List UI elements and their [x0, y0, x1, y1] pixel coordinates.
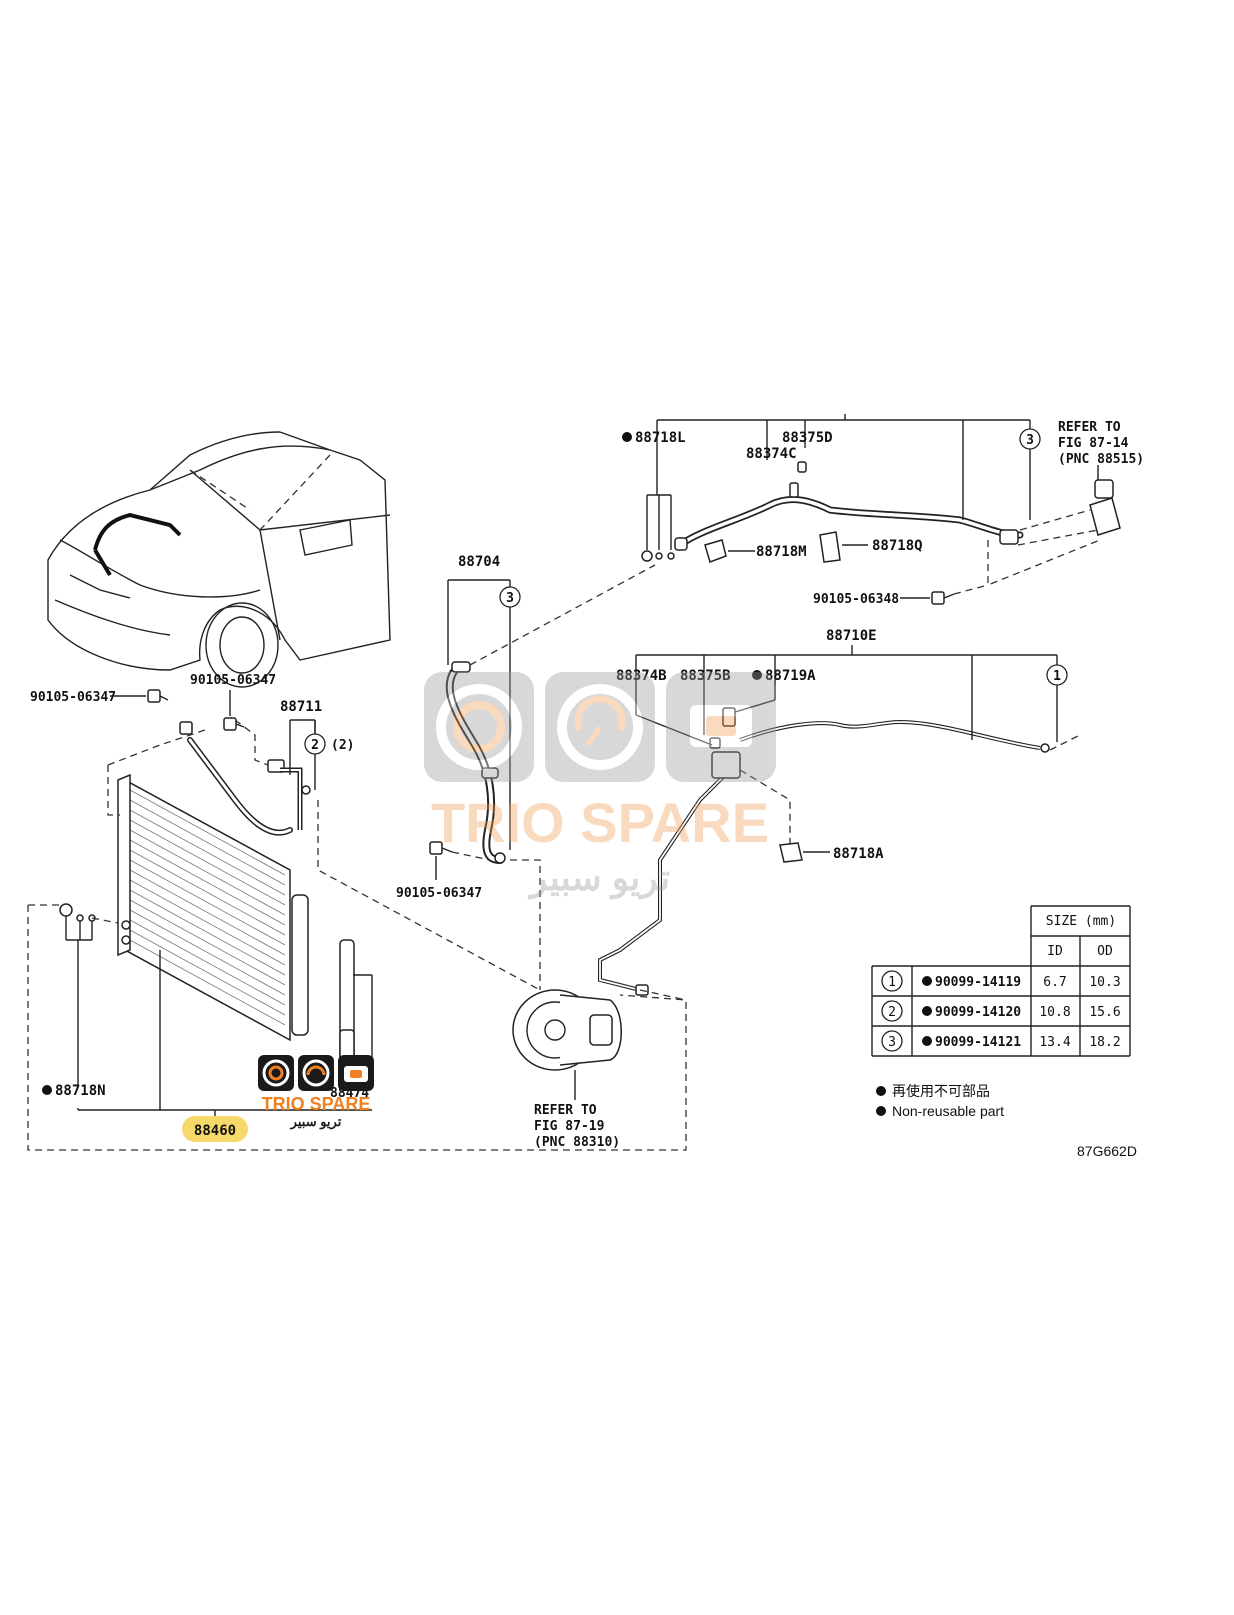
label-88718N[interactable]: 88718N — [42, 1083, 106, 1099]
bolt-90105-06348[interactable] — [931, 591, 955, 605]
svg-text:3: 3 — [888, 1035, 896, 1050]
svg-text:90099-14120: 90099-14120 — [935, 1005, 1021, 1020]
logo-brand: TRIO SPARE — [262, 1094, 371, 1114]
bolt-90105-06347-left[interactable] — [147, 689, 169, 703]
svg-text:2: 2 — [888, 1005, 896, 1020]
label-88718L[interactable]: 88718L — [622, 430, 686, 446]
label-88718A[interactable]: 88718A — [833, 846, 884, 862]
svg-text:1: 1 — [1053, 669, 1061, 684]
callout-circle-2: 2 — [304, 733, 326, 755]
svg-text:(PNC 88515): (PNC 88515) — [1058, 452, 1144, 467]
watermark: TRIO SPARE تريو سبير — [424, 672, 776, 900]
refer-fig-87-19: REFER TO FIG 87-19 (PNC 88310) — [534, 1103, 620, 1150]
label-88718M[interactable]: 88718M — [756, 544, 807, 560]
label-88710E[interactable]: 88710E — [826, 628, 877, 644]
bolt-90105-06347-upper[interactable] — [223, 717, 245, 731]
tube-upper[interactable] — [674, 461, 1024, 551]
legend-jp: 再使用不可部品 — [892, 1083, 990, 1099]
size-table-row: 2 90099-14120 10.8 15.6 — [881, 1000, 1121, 1022]
svg-text:FIG 87-19: FIG 87-19 — [534, 1119, 604, 1134]
svg-text:88460: 88460 — [194, 1123, 236, 1139]
label-88374C[interactable]: 88374C — [746, 446, 797, 462]
callout-circle-3-top: 3 — [1019, 428, 1041, 450]
label-90105-06347-left[interactable]: 90105-06347 — [30, 690, 116, 705]
bolt-90105-06347-mid[interactable] — [429, 841, 453, 855]
watermark-arabic: تريو سبير — [527, 857, 670, 900]
size-table-col-od: OD — [1097, 944, 1113, 959]
condenser-frame — [27, 905, 687, 1151]
svg-text:10.8: 10.8 — [1039, 1005, 1070, 1020]
label-90105-06348[interactable]: 90105-06348 — [813, 592, 899, 607]
label-88711-qty: (2) — [331, 738, 354, 753]
label-88375B[interactable]: 88375B — [680, 668, 731, 684]
clip-88718A[interactable] — [779, 842, 803, 863]
svg-text:1: 1 — [888, 975, 896, 990]
clip-88718Q[interactable] — [819, 531, 841, 563]
label-88704[interactable]: 88704 — [458, 554, 500, 570]
hose-88711[interactable] — [179, 721, 311, 836]
svg-text:6.7: 6.7 — [1043, 975, 1066, 990]
trio-spare-logo: TRIO SPARE تريو سبير — [258, 1055, 374, 1130]
svg-text:13.4: 13.4 — [1039, 1035, 1070, 1050]
clip-88718N[interactable] — [59, 903, 96, 1085]
hose-88704[interactable] — [445, 661, 506, 864]
label-88374B[interactable]: 88374B — [616, 668, 667, 684]
svg-text:3: 3 — [1026, 433, 1034, 448]
watermark-brand: TRIO SPARE — [431, 791, 769, 854]
condenser-88460[interactable] — [117, 773, 309, 1042]
size-table-row: 3 90099-14121 13.4 18.2 — [881, 1030, 1121, 1052]
svg-text:88718N: 88718N — [55, 1083, 106, 1099]
svg-text:(PNC 88310): (PNC 88310) — [534, 1135, 620, 1150]
size-table-row: 1 90099-14119 6.7 10.3 — [881, 970, 1121, 992]
label-88460-highlighted[interactable]: 88460 — [182, 1116, 248, 1142]
size-table-header: SIZE (mm) — [1046, 914, 1116, 929]
svg-text:90099-14121: 90099-14121 — [935, 1035, 1021, 1050]
desiccant-parts — [339, 939, 373, 1061]
svg-text:15.6: 15.6 — [1089, 1005, 1120, 1020]
refer-fig-87-14: REFER TO FIG 87-14 (PNC 88515) — [1058, 420, 1144, 467]
size-table-col-id: ID — [1047, 944, 1063, 959]
size-table: SIZE (mm) ID OD 1 90099-14119 6.7 10.3 2… — [871, 905, 1131, 1057]
svg-text:3: 3 — [506, 591, 514, 606]
clip-88718L[interactable] — [641, 494, 675, 562]
clip-88718M[interactable] — [704, 539, 727, 563]
car-sketch — [47, 431, 391, 688]
label-90105-06347-mid[interactable]: 90105-06347 — [396, 886, 482, 901]
legend: 再使用不可部品 Non-reusable part — [876, 1083, 1004, 1119]
diagram-code: 87G662D — [1077, 1143, 1137, 1159]
tube-88710E[interactable] — [598, 707, 1050, 996]
legend-en: Non-reusable part — [892, 1103, 1004, 1119]
label-88718Q[interactable]: 88718Q — [872, 538, 923, 554]
callout-circle-3-mid: 3 — [499, 586, 521, 608]
svg-text:FIG 87-14: FIG 87-14 — [1058, 436, 1129, 451]
svg-text:REFER TO: REFER TO — [534, 1103, 597, 1118]
label-88711[interactable]: 88711 — [280, 699, 322, 715]
svg-text:18.2: 18.2 — [1089, 1035, 1120, 1050]
label-90105-06347-upper[interactable]: 90105-06347 — [190, 673, 276, 688]
label-88375D[interactable]: 88375D — [782, 430, 833, 446]
svg-text:88718L: 88718L — [635, 430, 686, 446]
expansion-valve-fitting[interactable] — [1089, 479, 1121, 536]
svg-text:90099-14119: 90099-14119 — [935, 975, 1021, 990]
compressor[interactable] — [512, 989, 622, 1071]
svg-text:10.3: 10.3 — [1089, 975, 1120, 990]
svg-text:REFER TO: REFER TO — [1058, 420, 1121, 435]
label-88719A[interactable]: 88719A — [752, 668, 816, 684]
svg-text:88719A: 88719A — [765, 668, 816, 684]
svg-text:2: 2 — [311, 738, 319, 753]
logo-arabic: تريو سبير — [290, 1114, 342, 1130]
callout-circle-1: 1 — [1046, 664, 1068, 686]
